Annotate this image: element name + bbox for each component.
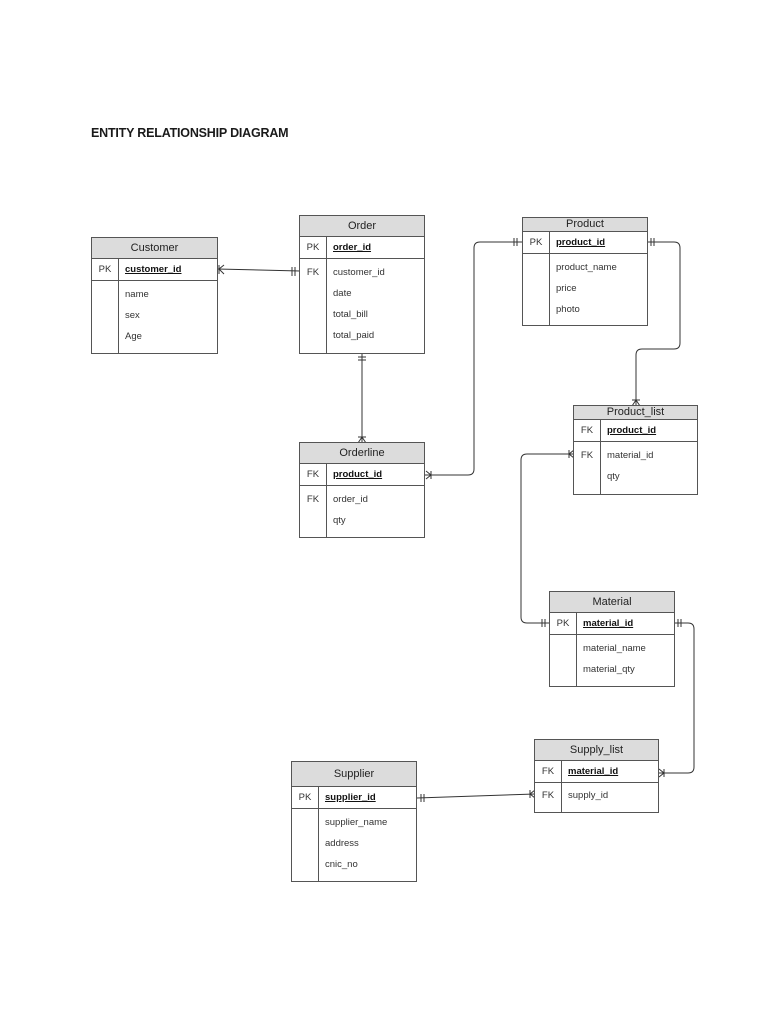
key-row: PK product_id [523,232,647,253]
attribute: material_name [583,643,646,654]
fk-tag: FK [306,494,320,505]
attribute: qty [333,515,346,526]
attribute: order_id [333,494,368,505]
entity-supply-list[interactable]: Supply_list FK material_id FK supply_id [534,739,659,813]
key-row: FK material_id [535,761,658,782]
key-field: material_id [568,766,619,777]
attribute: material_qty [583,664,635,675]
rel-supplylist-supplier [416,793,536,799]
rel-customer-order [216,268,301,272]
entity-supplier[interactable]: Supplier PK supplier_id supplier_name ad… [291,761,417,882]
key-tag: PK [92,259,119,280]
key-row: FK supply_id [535,783,658,812]
entity-title: Product_list [574,406,697,420]
attribute: date [333,288,352,299]
key-field: product_id [607,425,657,436]
key-field: customer_id [125,264,182,275]
rel-product-productlist [635,241,681,406]
key-field: order_id [333,242,372,253]
attribute: sex [125,310,140,321]
key-row: FK product_id [574,420,697,441]
key-tag: PK [550,613,577,634]
attribute: qty [607,471,620,482]
entity-product-list[interactable]: Product_list FK product_id FK material_i… [573,405,698,495]
key-tag: FK [535,761,562,782]
key-field: material_id [583,618,634,629]
key-row: PK customer_id [92,259,217,280]
key-tag: PK [292,787,319,808]
attribute: supplier_name [325,817,388,828]
entity-title: Supplier [292,762,416,787]
key-row: FK product_id [300,464,424,485]
attribute: cnic_no [325,859,358,870]
key-tag: FK [574,420,601,441]
entity-title: Material [550,592,674,613]
entity-orderline[interactable]: Orderline FK product_id FK order_id qty [299,442,425,538]
key-field: product_id [556,237,606,248]
entity-title: Supply_list [535,740,658,761]
entity-title: Customer [92,238,217,259]
entity-customer[interactable]: Customer PK customer_id name sex Age [91,237,218,354]
key-tag: PK [300,237,327,258]
attribute: Age [125,331,142,342]
entity-title: Order [300,216,424,237]
fk-tag: FK [535,783,562,812]
key-row: PK supplier_id [292,787,416,808]
attribute: total_bill [333,309,368,320]
attribute: name [125,289,149,300]
rel-material-supplylist [659,622,695,774]
attribute: customer_id [333,267,385,278]
rel-productlist-material [520,453,574,624]
key-field: product_id [333,469,383,480]
attribute: photo [556,304,580,315]
entity-title: Orderline [300,443,424,464]
attribute: price [556,283,577,294]
rel-orderline-product [425,241,522,476]
key-field: supplier_id [325,792,376,803]
attribute: material_id [607,450,654,461]
key-row: PK material_id [550,613,674,634]
key-tag: FK [300,464,327,485]
fk-tag: FK [306,267,320,278]
entity-material[interactable]: Material PK material_id material_name ma… [549,591,675,687]
attribute: supply_id [568,790,609,801]
entity-title: Product [523,218,647,232]
key-row: PK order_id [300,237,424,258]
attribute: address [325,838,359,849]
key-tag: PK [523,232,550,253]
entity-product[interactable]: Product PK product_id product_name price… [522,217,648,326]
fk-tag: FK [580,450,594,461]
attribute: total_paid [333,330,375,341]
entity-order[interactable]: Order PK order_id FK customer_id date to… [299,215,425,354]
page-title: ENTITY RELATIONSHIP DIAGRAM [91,126,289,140]
attribute: product_name [556,262,617,273]
